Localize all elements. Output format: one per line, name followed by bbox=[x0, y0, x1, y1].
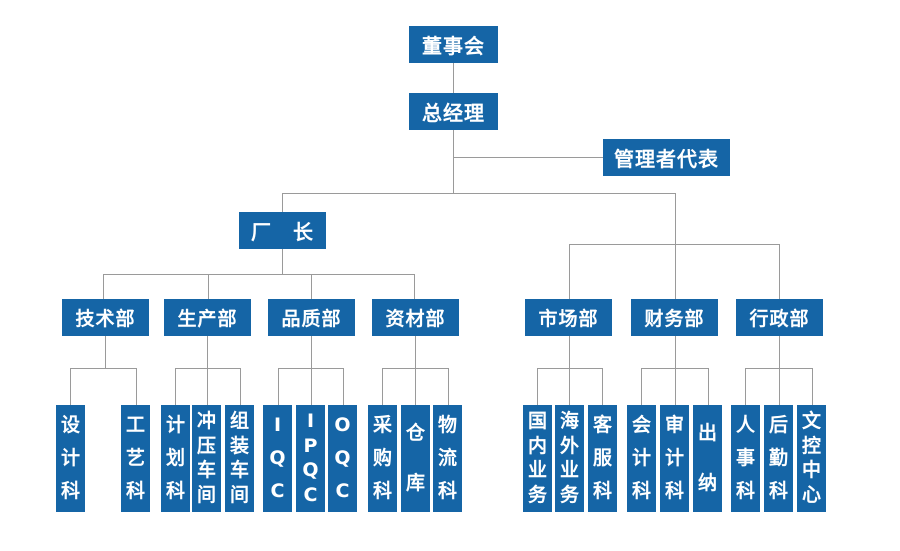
node-general-manager: 总经理 bbox=[409, 93, 498, 130]
dept-production: 生产部 bbox=[164, 299, 251, 336]
connector-line bbox=[311, 336, 312, 368]
connector-line bbox=[207, 368, 208, 405]
connector-line bbox=[382, 368, 383, 405]
connector-line bbox=[675, 244, 676, 299]
dept-technology: 技术部 bbox=[62, 299, 149, 336]
leaf-design-section: 设计科 bbox=[56, 405, 85, 512]
connector-line bbox=[537, 368, 603, 369]
connector-line bbox=[278, 368, 279, 405]
leaf-logistics-support-section: 后勤科 bbox=[764, 405, 793, 512]
connector-line bbox=[745, 368, 746, 405]
connector-line bbox=[537, 368, 538, 405]
connector-line bbox=[812, 368, 813, 405]
connector-line bbox=[311, 274, 312, 299]
leaf-process-section: 工艺科 bbox=[121, 405, 150, 512]
connector-line bbox=[103, 274, 414, 275]
connector-line bbox=[448, 368, 449, 405]
connector-line bbox=[641, 368, 642, 405]
connector-line bbox=[745, 368, 812, 369]
connector-line bbox=[415, 336, 416, 368]
connector-line bbox=[779, 244, 780, 299]
connector-line bbox=[207, 336, 208, 368]
dept-admin: 行政部 bbox=[736, 299, 823, 336]
connector-line bbox=[708, 368, 709, 405]
connector-line bbox=[282, 249, 283, 274]
connector-line bbox=[208, 274, 209, 299]
leaf-audit-section: 审计科 bbox=[660, 405, 689, 512]
connector-line bbox=[569, 368, 570, 405]
connector-line bbox=[602, 368, 603, 405]
dept-materials: 资材部 bbox=[372, 299, 459, 336]
connector-line bbox=[569, 244, 570, 299]
leaf-hr-section: 人事科 bbox=[731, 405, 760, 512]
connector-line bbox=[453, 157, 603, 158]
connector-line bbox=[415, 368, 416, 405]
leaf-accounting-section: 会计科 bbox=[627, 405, 656, 512]
connector-line bbox=[105, 336, 106, 368]
connector-line bbox=[240, 368, 241, 405]
node-board: 董事会 bbox=[409, 26, 498, 63]
dept-quality: 品质部 bbox=[268, 299, 355, 336]
leaf-purchasing-section: 采购科 bbox=[368, 405, 397, 512]
connector-line bbox=[282, 193, 283, 212]
connector-line bbox=[569, 336, 570, 368]
leaf-document-control-center: 文控中心 bbox=[797, 405, 826, 512]
leaf-stamping-workshop: 冲压车间 bbox=[192, 405, 221, 512]
connector-line bbox=[675, 193, 676, 244]
connector-line bbox=[70, 368, 136, 369]
connector-line bbox=[175, 368, 176, 405]
node-management-representative: 管理者代表 bbox=[603, 139, 730, 176]
connector-line bbox=[311, 368, 312, 405]
leaf-customer-service-section: 客服科 bbox=[588, 405, 617, 512]
leaf-warehouse: 仓库 bbox=[401, 405, 430, 512]
connector-line bbox=[453, 63, 454, 94]
leaf-cashier: 出纳 bbox=[693, 405, 722, 512]
leaf-logistics-section: 物流科 bbox=[433, 405, 462, 512]
connector-line bbox=[675, 336, 676, 368]
node-factory-director: 厂 长 bbox=[239, 212, 326, 249]
connector-line bbox=[70, 368, 71, 405]
connector-line bbox=[136, 368, 137, 405]
leaf-overseas-business: 海外业务 bbox=[555, 405, 584, 512]
leaf-assembly-workshop: 组装车间 bbox=[225, 405, 254, 512]
dept-finance: 财务部 bbox=[631, 299, 718, 336]
leaf-planning-section: 计划科 bbox=[161, 405, 190, 512]
connector-line bbox=[675, 368, 676, 405]
connector-line bbox=[282, 193, 675, 194]
connector-line bbox=[779, 336, 780, 368]
connector-line bbox=[569, 244, 779, 245]
connector-line bbox=[453, 130, 454, 193]
connector-line bbox=[343, 368, 344, 405]
connector-line bbox=[103, 274, 104, 299]
dept-market: 市场部 bbox=[525, 299, 612, 336]
connector-line bbox=[641, 368, 708, 369]
connector-line bbox=[278, 368, 343, 369]
connector-line bbox=[414, 274, 415, 299]
leaf-domestic-business: 国内业务 bbox=[523, 405, 552, 512]
connector-line bbox=[779, 368, 780, 405]
